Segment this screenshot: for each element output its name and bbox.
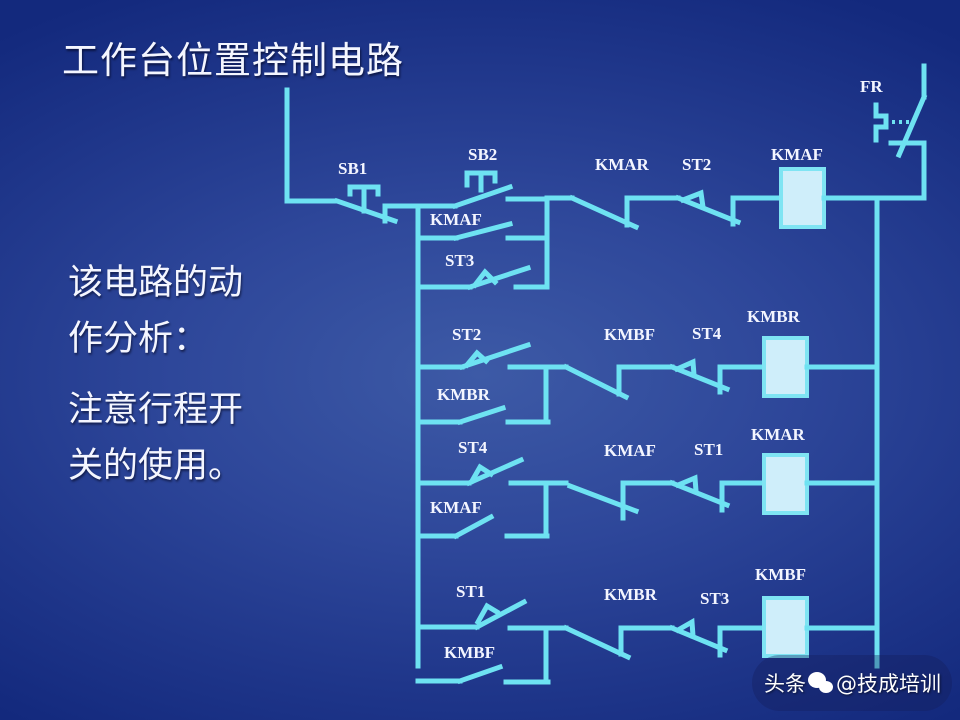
supply-left — [284, 87, 421, 225]
note-line: 作分析： — [68, 319, 209, 359]
note-line: 注意行程开 — [68, 390, 244, 430]
label-kmbr-hold: KMBR — [437, 385, 491, 404]
rung-kmbr: ST2 KMBR KMBF ST4 KMBR — [415, 307, 880, 426]
slide-title: 工作台位置控制电路 — [62, 39, 404, 82]
label-coil-kmbr: KMBR — [747, 307, 801, 326]
label-st2-start: ST2 — [452, 325, 481, 344]
label-st3-start: ST3 — [445, 251, 474, 270]
label-st4-start: ST4 — [458, 438, 488, 457]
analysis-note: 该电路的动 作分析： — [68, 255, 243, 367]
coil-kmbr — [762, 336, 809, 398]
watermark-prefix: 头条 — [764, 672, 806, 696]
label-kmar-interlock: KMAR — [595, 155, 650, 174]
coil-kmbf — [762, 596, 809, 658]
label-sb2: SB2 — [468, 145, 497, 164]
label-st2-limit: ST2 — [682, 155, 711, 174]
watermark: 头条 @技成培训 — [752, 655, 952, 711]
label-kmbf-interlock: KMBF — [604, 325, 655, 344]
label-fr: FR — [860, 77, 883, 96]
label-st4-limit: ST4 — [692, 324, 722, 343]
rung-kmaf: SB2 KMAF ST3 KMAR ST2 KMAF — [415, 145, 880, 291]
label-st1-limit: ST1 — [694, 440, 723, 459]
note-line: 关的使用。 — [68, 446, 244, 486]
label-kmbf-hold: KMBF — [444, 643, 495, 662]
label-kmaf-hold: KMAF — [430, 210, 482, 229]
label-coil-kmar: KMAR — [751, 425, 806, 444]
label-coil-kmbf: KMBF — [755, 565, 806, 584]
coil-kmaf — [779, 167, 826, 229]
rung-kmbf: ST1 KMBF KMBR ST3 KMBF — [415, 565, 880, 685]
limit-switch-note: 注意行程开 关的使用。 — [68, 382, 243, 494]
watermark-handle: @技成培训 — [836, 672, 941, 696]
rung-kmar: ST4 KMAF KMAF ST1 KMAR — [415, 425, 880, 540]
label-sb1: SB1 — [338, 159, 367, 178]
chat-bubble-icon — [808, 672, 834, 694]
label-kmbr-interlock: KMBR — [604, 585, 658, 604]
label-st1-start: ST1 — [456, 582, 485, 601]
overload-relay-fr: FR — [860, 63, 928, 201]
label-st3-limit: ST3 — [700, 589, 729, 608]
label-coil-kmaf: KMAF — [771, 145, 823, 164]
stop-button-sb1: SB1 — [338, 159, 381, 214]
label-kmaf-hold-2: KMAF — [430, 498, 482, 517]
note-line: 该电路的动 — [68, 263, 244, 303]
coil-kmar — [762, 453, 809, 515]
label-kmaf-interlock: KMAF — [604, 441, 656, 460]
